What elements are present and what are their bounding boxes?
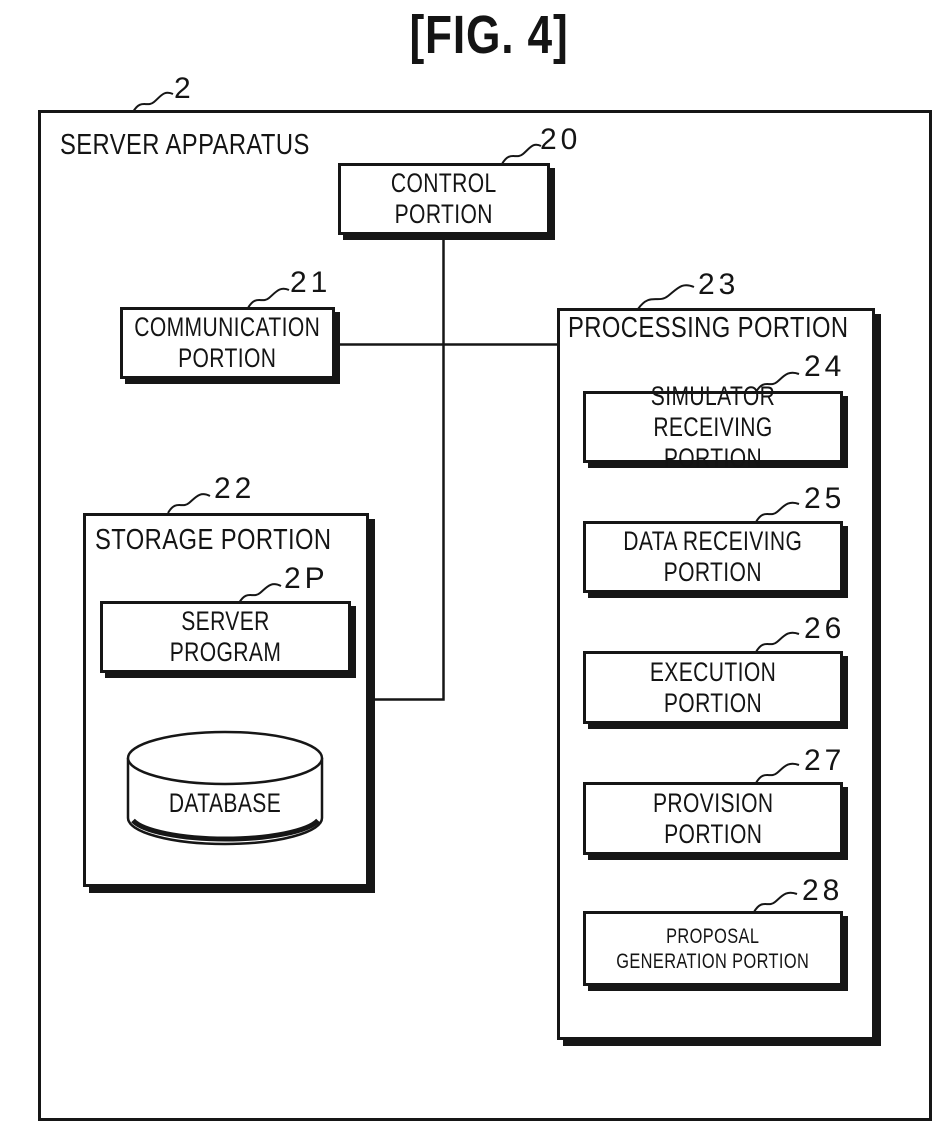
processing-portion-label: PROCESSING PORTION (568, 312, 849, 344)
data-receiving-portion-box: DATA RECEIVING PORTION (583, 521, 843, 593)
communication-portion-box: COMMUNICATION PORTION (120, 307, 335, 379)
storage-portion-box (83, 513, 369, 887)
ref-2P-label: 2P (284, 562, 329, 595)
control-portion-box: CONTROL PORTION (338, 163, 550, 235)
storage-portion-label: STORAGE PORTION (95, 524, 332, 556)
proposal-generation-portion-label: PROPOSAL GENERATION PORTION (616, 924, 810, 973)
figure-title: [FIG. 4] (14, 4, 949, 66)
database-label: DATABASE (168, 788, 282, 818)
ref-26-label: 26 (804, 612, 846, 645)
ref-2-label: 2 (174, 72, 195, 105)
execution-portion-box: EXECUTION PORTION (583, 651, 843, 724)
ref-25-label: 25 (804, 482, 846, 515)
execution-portion-label: EXECUTION PORTION (649, 656, 777, 718)
data-receiving-portion-label: DATA RECEIVING PORTION (623, 526, 803, 587)
communication-portion-label: COMMUNICATION PORTION (134, 312, 321, 373)
server-program-box: SERVER PROGRAM (100, 601, 351, 673)
control-portion-label: CONTROL PORTION (391, 168, 497, 229)
processing-portion-box (557, 308, 875, 1040)
server-program-label: SERVER PROGRAM (169, 606, 282, 667)
proposal-generation-portion-box: PROPOSAL GENERATION PORTION (583, 911, 843, 986)
figure-title-text: [FIG. 4] (408, 5, 569, 65)
provision-portion-label: PROVISION PORTION (652, 787, 774, 849)
server-apparatus-label: SERVER APPARATUS (60, 129, 310, 161)
provision-portion-box: PROVISION PORTION (583, 782, 843, 855)
ref-23-label: 23 (698, 268, 740, 301)
ref-20-label: 20 (540, 123, 582, 156)
ref-27-label: 27 (804, 744, 846, 777)
ref-21-label: 21 (290, 266, 332, 299)
ref-28-label: 28 (802, 874, 844, 907)
ref-22-label: 22 (214, 472, 256, 505)
ref-24-label: 24 (804, 350, 846, 383)
simulator-receiving-portion-box: SIMULATOR RECEIVING PORTION (583, 381, 843, 473)
simulator-receiving-portion-label: SIMULATOR RECEIVING PORTION (650, 380, 776, 473)
server-apparatus-box (38, 110, 932, 1121)
